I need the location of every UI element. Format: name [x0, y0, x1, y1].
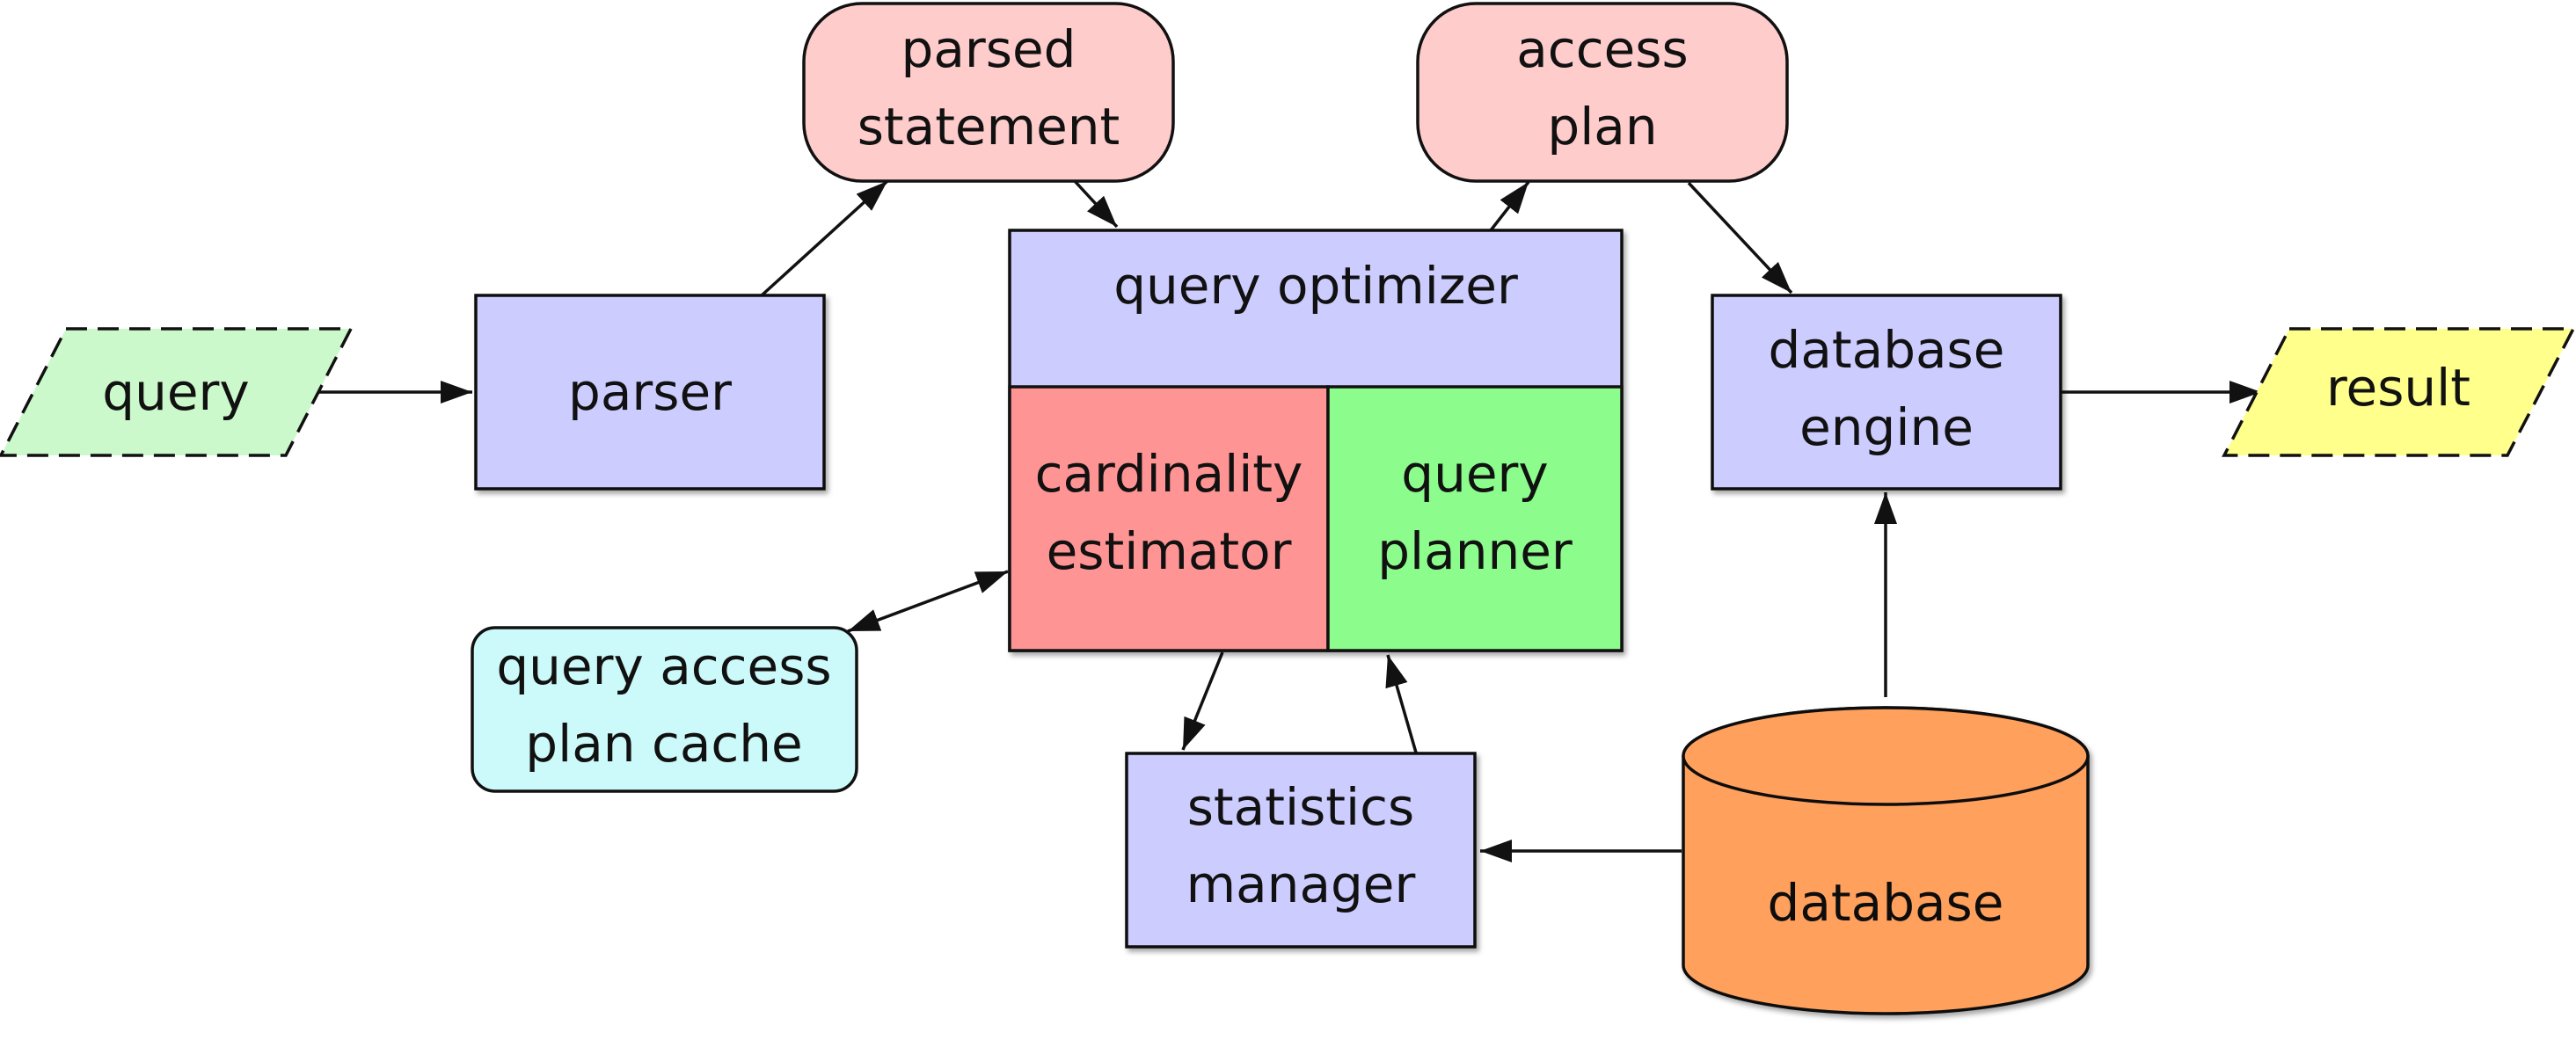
- node-label-line: engine: [1799, 397, 1974, 457]
- node-label: access plan: [1516, 19, 1688, 156]
- node-result: result: [2222, 327, 2576, 457]
- edge-cardinality-estimator-query-access-plan-cache: [847, 570, 1009, 633]
- database-engine-box: [1711, 294, 2062, 491]
- node-statistics-manager: statistics manager: [1125, 752, 1477, 949]
- node-label: parser: [568, 362, 732, 422]
- node-label-line: database: [1769, 320, 2005, 380]
- query-access-plan-cache-box: [471, 626, 858, 793]
- result-shape: [2222, 327, 2576, 457]
- node-query-access-plan-cache: query access plan cache: [471, 626, 858, 793]
- node-label-line: cardinality: [1035, 444, 1303, 504]
- node-label: query: [102, 362, 249, 422]
- node-label: query planner: [1377, 444, 1573, 581]
- node-label-line: planner: [1377, 521, 1573, 581]
- edge-parsed-statement-to-query-optimizer: [1073, 179, 1119, 229]
- node-label-line: query: [102, 362, 249, 422]
- cardinality-estimator-box: [1008, 385, 1330, 652]
- node-label-line: query access: [496, 636, 831, 696]
- node-label-line: estimator: [1047, 521, 1292, 581]
- query-planner-box: [1326, 385, 1624, 652]
- node-label: cardinality estimator: [1035, 444, 1303, 581]
- node-label: database: [1768, 873, 2004, 933]
- node-label-line: result: [2326, 358, 2470, 418]
- node-query-planner: query planner: [1326, 385, 1624, 652]
- node-access-plan: access plan: [1416, 2, 1789, 183]
- node-parser: parser: [474, 294, 826, 491]
- edge-parser-to-parsed-statement: [760, 179, 889, 297]
- access-plan-box: [1416, 2, 1789, 183]
- node-label-line: database: [1768, 873, 2004, 933]
- node-label-line: parser: [568, 362, 732, 422]
- query-shape: [0, 327, 354, 457]
- parser-box: [474, 294, 826, 491]
- node-label: query optimizer: [1113, 256, 1518, 316]
- node-label: query access plan cache: [496, 636, 831, 774]
- node-database: database: [1682, 706, 2090, 1015]
- node-label: parsed statement: [857, 19, 1120, 156]
- node-label-line: query: [1401, 444, 1548, 504]
- edge-cardinality-estimator-to-statistics-manager: [1181, 651, 1224, 751]
- node-label-line: plan cache: [525, 714, 802, 774]
- edge-statistics-manager-to-query-planner: [1385, 654, 1418, 753]
- node-label-line: parsed: [901, 19, 1076, 79]
- node-label-line: manager: [1186, 855, 1416, 914]
- node-query: query: [0, 327, 354, 457]
- node-label-line: query optimizer: [1113, 256, 1518, 316]
- node-label: result: [2326, 358, 2470, 418]
- node-parsed-statement: parsed statement: [802, 2, 1175, 183]
- node-database-engine: database engine: [1711, 294, 2062, 491]
- edge-access-plan-to-database-engine: [1687, 181, 1793, 295]
- node-label-line: statement: [857, 97, 1120, 156]
- node-label: database engine: [1769, 320, 2005, 457]
- node-label-line: access: [1516, 19, 1688, 79]
- statistics-manager-box: [1125, 752, 1477, 949]
- node-label: statistics manager: [1186, 777, 1416, 914]
- edges: [312, 179, 2261, 862]
- parsed-statement-box: [802, 2, 1175, 183]
- database-cylinder-top: [1682, 706, 2090, 806]
- node-label-line: statistics: [1187, 777, 1415, 837]
- node-label-line: plan: [1547, 97, 1657, 156]
- edge-query-optimizer-to-access-plan: [1489, 180, 1530, 232]
- node-cardinality-estimator: cardinality estimator: [1008, 385, 1330, 652]
